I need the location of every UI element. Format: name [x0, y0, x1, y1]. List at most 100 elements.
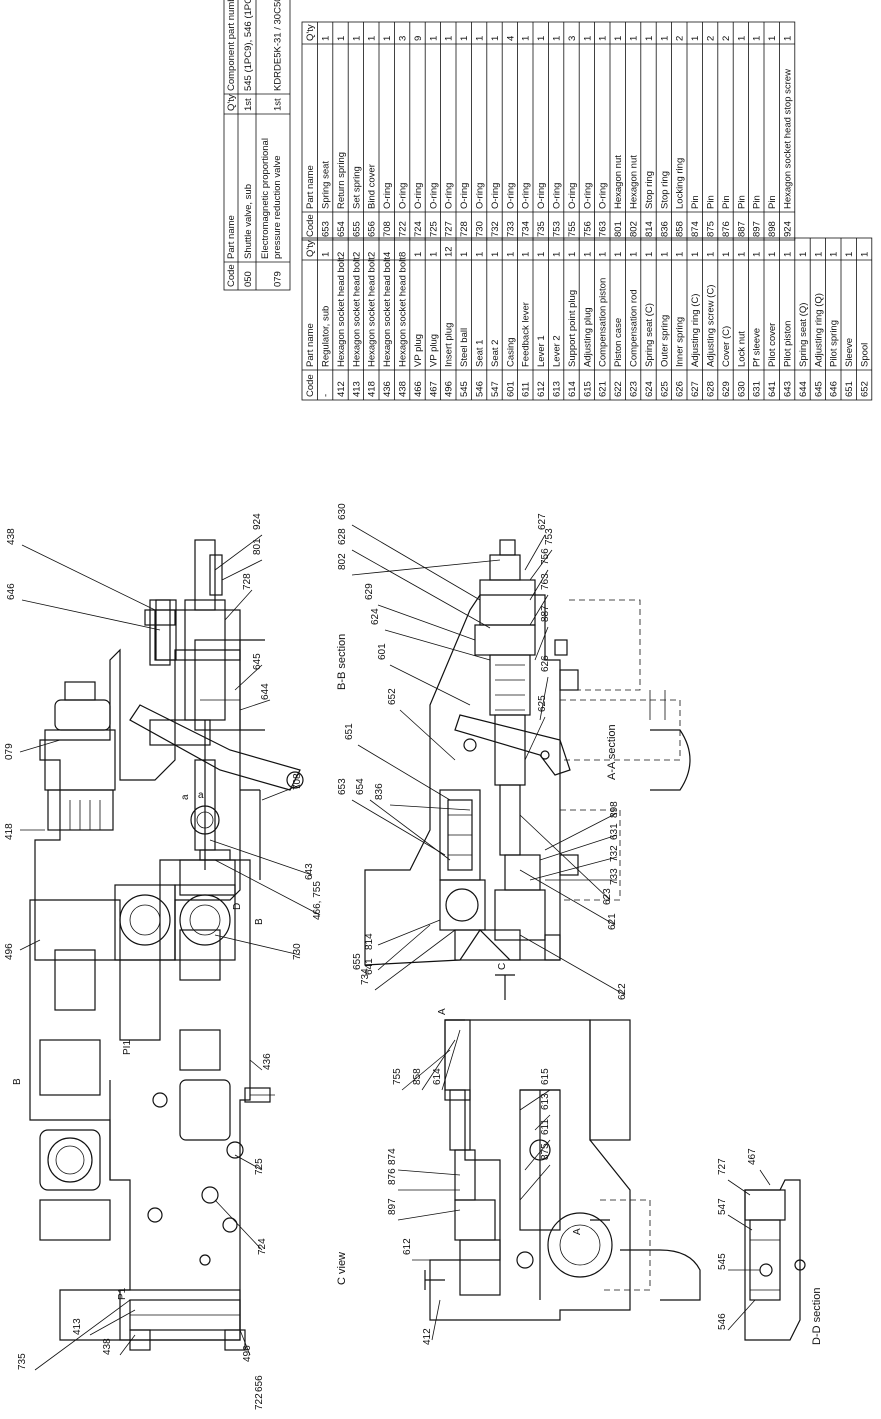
table-cell: 1 — [413, 252, 424, 257]
table-cell: 436 — [382, 381, 393, 397]
table-cell: 1 — [767, 252, 778, 257]
table-cell: 412 — [336, 381, 347, 397]
table-cell: Pilot cover — [767, 323, 778, 367]
callout-label: 496 — [4, 943, 15, 960]
table-cell: 755 — [567, 221, 578, 237]
table-cell: 1 — [367, 36, 378, 41]
table-cell: 652 — [859, 381, 870, 397]
table-cell: 1 — [474, 36, 485, 41]
callout-label: B — [254, 918, 265, 925]
leader-line — [21, 544, 156, 611]
table-cell: 1 — [628, 252, 639, 257]
table-cell: Adjusting ring (C) — [690, 294, 701, 367]
table-cell: 545 — [459, 381, 470, 397]
table-cell: 438 — [397, 381, 408, 397]
table-cell: Shuttle valve, sub — [243, 184, 254, 259]
table-cell: O-ring — [397, 183, 408, 209]
table-cell: 924 — [782, 221, 793, 237]
leader-line — [19, 739, 61, 753]
table-cell: Seat 2 — [490, 340, 501, 367]
table-cell: O-ring — [413, 183, 424, 209]
callout-label: 613 — [540, 1093, 551, 1110]
table-cell: 612 — [536, 381, 547, 397]
table-cell: 1 — [459, 36, 470, 41]
table-cell: 467 — [428, 381, 439, 397]
table-cell: Hexagon nut — [628, 155, 639, 209]
table-cell: 1 — [628, 36, 639, 41]
leader-line — [351, 549, 491, 629]
leader-line — [534, 626, 549, 661]
table-cell: 1 — [798, 252, 809, 257]
table-cell: 1 — [690, 36, 701, 41]
callout-label: 653 — [337, 778, 348, 795]
table-cell: 2 — [336, 252, 347, 257]
table-cell: 8 — [397, 252, 408, 257]
table-cell: 9 — [413, 36, 424, 41]
leader-line — [397, 1209, 461, 1221]
table-cell: 651 — [844, 381, 855, 397]
table-cell: 1 — [736, 252, 747, 257]
table-cell: 802 — [628, 221, 639, 237]
table-cell: 1 — [567, 252, 578, 257]
table-cell: 1 — [582, 252, 593, 257]
table-cell: Bind cover — [367, 164, 378, 209]
table-cell: 626 — [675, 381, 686, 397]
callout-label: 614 — [432, 1068, 443, 1085]
table-cell: 1 — [505, 252, 516, 257]
table-cell: 1 — [351, 36, 362, 41]
leader-line — [377, 924, 431, 971]
section-title: D-D section — [811, 1288, 823, 1345]
table-cell: 1 — [705, 252, 716, 257]
table-cell: Spring seat (Q) — [798, 303, 809, 367]
table-cell: O-ring — [474, 183, 485, 209]
a-a-section-drawing — [364, 539, 691, 1000]
table-cell: Inner spring — [675, 317, 686, 367]
table-cell: 887 — [736, 221, 747, 237]
callout-label: 641 — [364, 958, 375, 975]
table-cell: 1 — [813, 252, 824, 257]
table-cell: 2 — [367, 252, 378, 257]
callout-label: 875 — [540, 1143, 551, 1160]
callout-label: 438 — [6, 528, 17, 545]
section-title: A-A section — [606, 724, 618, 780]
table-cell: 1st — [243, 98, 254, 111]
callout-label: 601 — [377, 643, 388, 660]
table-cell: 727 — [444, 221, 455, 237]
leader-line — [224, 589, 253, 621]
callout-label: 621 — [607, 913, 618, 930]
leader-line — [351, 559, 501, 576]
callout-label: PI1 — [122, 1040, 133, 1055]
callout-label: 802 — [337, 553, 348, 570]
callout-labels: C view735438413P1PI1436BB725724496656722… — [4, 503, 823, 1410]
table-cell: Pin — [736, 195, 747, 209]
table-cell: 1 — [582, 36, 593, 41]
table-header-cell: Code — [305, 374, 316, 397]
table-cell: Set spring — [351, 166, 362, 209]
table-cell: 1 — [659, 252, 670, 257]
leader-line — [34, 1299, 131, 1371]
callout-label: 496 — [242, 1345, 253, 1362]
table-cell: 1 — [736, 36, 747, 41]
leader-line — [519, 934, 626, 996]
callout-label: 466, 755 — [312, 881, 323, 920]
table-cell: 646 — [829, 381, 840, 397]
table-cell: Adjusting screw (C) — [705, 285, 716, 367]
callout-label: 725 — [254, 1158, 265, 1175]
table-cell: Piston case — [613, 318, 624, 367]
callout-label: 733 — [609, 868, 620, 885]
table-cell: 1 — [721, 252, 732, 257]
table-cell: 1 — [444, 36, 455, 41]
leader-line — [389, 804, 471, 811]
callout-label: 630 — [337, 503, 348, 520]
table-cell: 1 — [598, 36, 609, 41]
callout-label: 622 — [617, 983, 628, 1000]
callout-label: A — [572, 1228, 583, 1235]
table-cell: O-ring — [505, 183, 516, 209]
table-cell: 724 — [413, 221, 424, 237]
d-d-section-drawing — [744, 1179, 806, 1341]
callout-label: 625 — [537, 695, 548, 712]
table-cell: O-ring — [567, 183, 578, 209]
table-cell: 1 — [521, 36, 532, 41]
